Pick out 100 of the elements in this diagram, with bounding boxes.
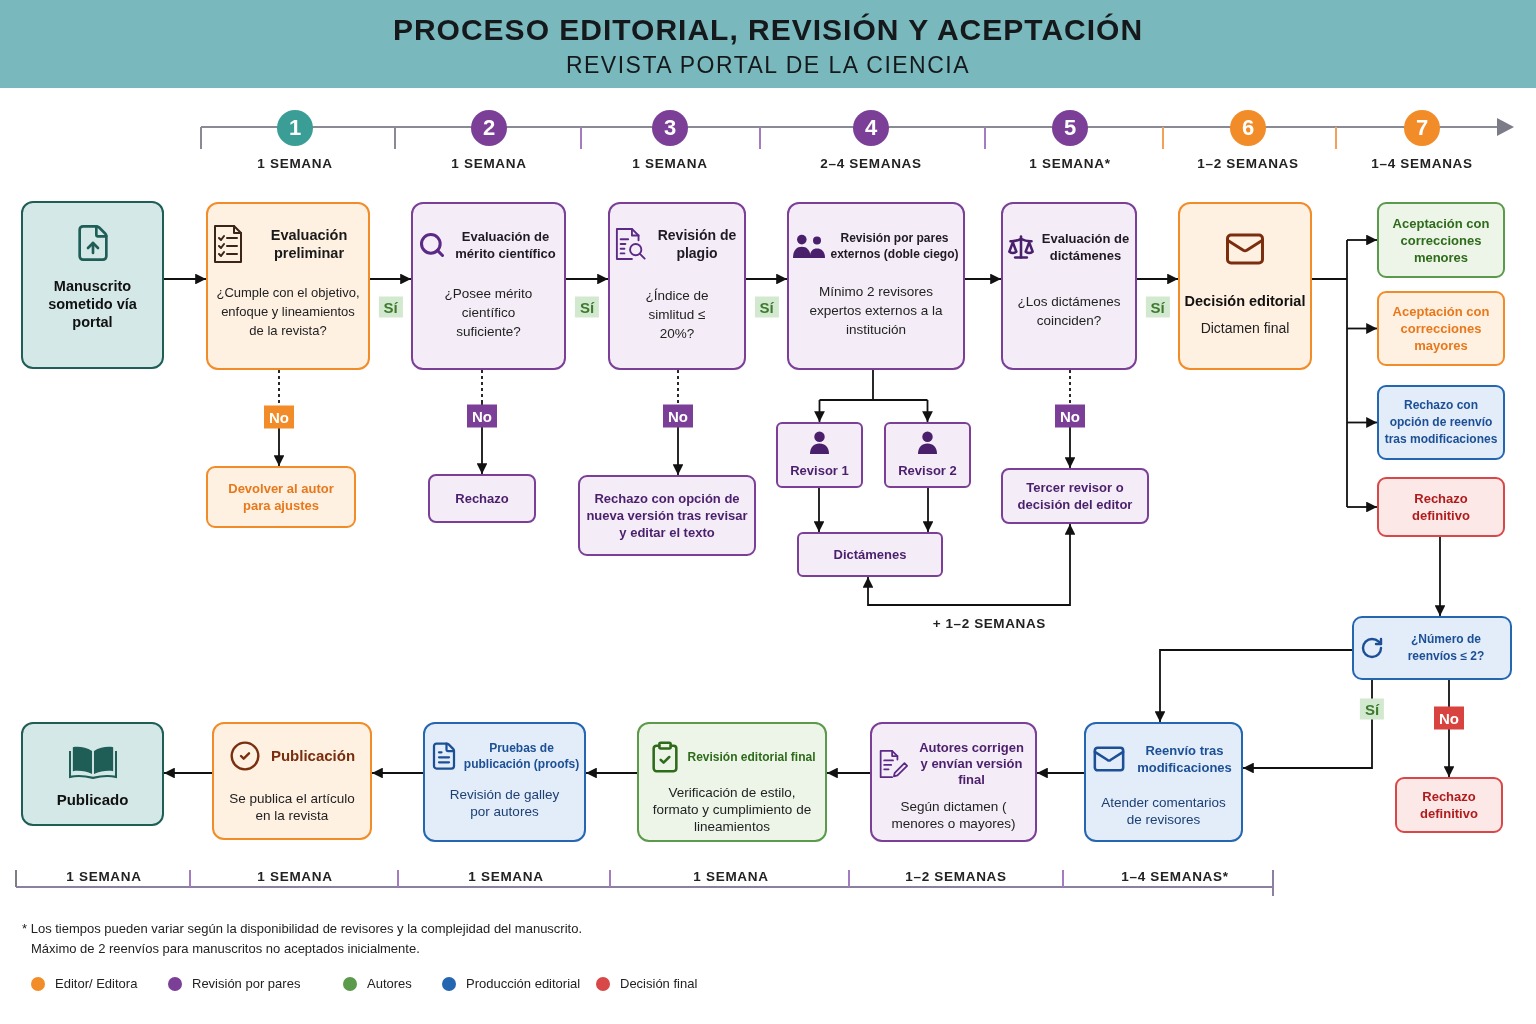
box-label: ¿Número de reenvíos ≤ 2?: [1406, 631, 1486, 665]
footnote: Máximo de 2 reenvíos para manuscritos no aceptados inicialmente.: [31, 940, 420, 957]
box-text: Según dictamen ( menores o mayores): [890, 798, 1017, 832]
arrow: [672, 369, 684, 476]
box-label: Rechazo definitivo: [1419, 788, 1479, 822]
arrow: [1136, 273, 1179, 285]
arrow: [1346, 234, 1378, 246]
legend-label: Editor/ Editora: [55, 975, 138, 992]
arrow: [922, 487, 934, 533]
duration-label: 1 SEMANA: [257, 868, 333, 886]
arrow: [1242, 679, 1373, 774]
edge-label: Sí: [574, 296, 600, 318]
box-label: Aceptación con correcciones menores: [1391, 214, 1491, 266]
legend-label: Revisión por pares: [192, 975, 301, 992]
duration-label: 1–4 SEMANAS*: [1121, 868, 1229, 886]
outcome-box: [1377, 291, 1505, 366]
outcome-box: [1377, 385, 1505, 460]
box-text: ¿Posee mérito científico suficiente?: [443, 285, 534, 341]
duration-label: 1 SEMANA: [632, 155, 708, 173]
reviewer-box: [776, 422, 863, 488]
box-label: Rechazo: [455, 490, 509, 507]
arrow: [273, 369, 285, 467]
duration-label: 1 SEMANA: [257, 155, 333, 173]
arrow: [1434, 536, 1446, 617]
duration-label: 1–2 SEMANAS: [1197, 155, 1299, 173]
box-heading: Pruebas de publicación (proofs): [463, 740, 580, 772]
edge-label: No: [467, 404, 497, 428]
process-box: [1178, 202, 1312, 370]
process-box: [637, 722, 827, 842]
arrow: [163, 273, 207, 285]
arrow: [1064, 369, 1076, 469]
duration-label: 1 SEMANA: [468, 868, 544, 886]
step-number: 5: [1052, 110, 1088, 146]
arrow: [814, 399, 825, 423]
edge-label: No: [1055, 404, 1085, 428]
duration-label: 1–4 SEMANAS: [1371, 155, 1473, 173]
connector-line: [818, 369, 929, 401]
box-label: Revisor 2: [898, 462, 957, 479]
legend-label: Decisión final: [620, 975, 698, 992]
box-text: Mínimo 2 revisores expertos externos a la institución: [808, 283, 944, 339]
arrow: [369, 273, 412, 285]
legend-label: Producción editorial: [466, 975, 581, 992]
outcome-box: [428, 474, 536, 523]
edge-label: Sí: [378, 296, 403, 318]
process-box: [411, 202, 566, 370]
box-label: Publicado: [56, 791, 129, 809]
box-text: Atender comentarios de revisores: [1100, 794, 1227, 828]
step-number: 7: [1404, 110, 1440, 146]
process-box: [1084, 722, 1243, 842]
box-heading: Decisión editorial: [1184, 292, 1306, 310]
subtitle: REVISTA PORTAL DE LA CIENCIA: [565, 51, 971, 80]
duration-label: 1 SEMANA: [693, 868, 769, 886]
arrow: [476, 369, 488, 475]
box-label: Dictámenes: [833, 546, 907, 563]
process-box: [787, 202, 965, 370]
start-box: [21, 201, 164, 369]
step-number: 2: [471, 110, 507, 146]
arrow: [964, 273, 1002, 285]
arrow: [585, 767, 638, 779]
step-number: 4: [853, 110, 889, 146]
arrow: [1346, 417, 1378, 428]
step-number: 6: [1230, 110, 1266, 146]
step-number: 3: [652, 110, 688, 146]
process-box: [870, 722, 1037, 842]
box-label: Tercer revisor o decisión del editor: [1016, 479, 1134, 513]
box-heading: Autores corrigen y envían versión final: [918, 740, 1025, 788]
edge-label: No: [663, 404, 693, 428]
box-text: ¿Índice de simlitud ≤ 20%?: [644, 287, 710, 343]
outcome-box: [578, 475, 756, 556]
legend-label: Autores: [367, 975, 412, 992]
edge-label: Sí: [754, 296, 779, 318]
arrow: [862, 523, 1076, 606]
process-box: [423, 722, 586, 842]
box-text: Revisión de galley por autores: [448, 786, 561, 820]
process-box: [797, 532, 943, 577]
box-label: Devolver al autor para ajustes: [227, 480, 335, 514]
arrow: [922, 399, 933, 423]
duration-label: 1 SEMANA: [451, 155, 527, 173]
arrow: [565, 273, 609, 285]
box-text: ¿Cumple con el objetivo, enfoque y lineamientos de la revista?: [215, 284, 361, 340]
box-heading: Evaluación de dictámenes: [1040, 230, 1131, 264]
arrow: [1346, 501, 1378, 513]
arrow: [826, 767, 871, 779]
box-text: Verificación de estilo, formato y cumplimiento de lineamientos: [651, 784, 813, 835]
box-label: Rechazo con opción de nueva versión tras revisar y editar el texto: [585, 490, 749, 541]
footnote: * Los tiempos pueden variar según la disponibilidad de revisores y la complejidad del manuscrito.: [22, 920, 583, 937]
box-text: ¿Los dictámenes coinciden?: [1016, 293, 1122, 330]
box-heading: Reenvío tras modificaciones: [1136, 742, 1233, 776]
arrow: [813, 487, 825, 533]
outcome-box: [1001, 468, 1149, 524]
arrow: [1154, 649, 1353, 723]
box-label: Rechazo con opción de reenvío tras modificaciones: [1383, 397, 1499, 448]
edge-label: No: [1434, 706, 1464, 730]
process-box: [212, 722, 372, 840]
end-box: [21, 722, 164, 826]
arrow: [1036, 767, 1085, 779]
box-heading: Publicación: [270, 747, 356, 765]
outcome-box: [1377, 477, 1505, 537]
step-number: 1: [277, 110, 313, 146]
arrow: [163, 767, 213, 779]
